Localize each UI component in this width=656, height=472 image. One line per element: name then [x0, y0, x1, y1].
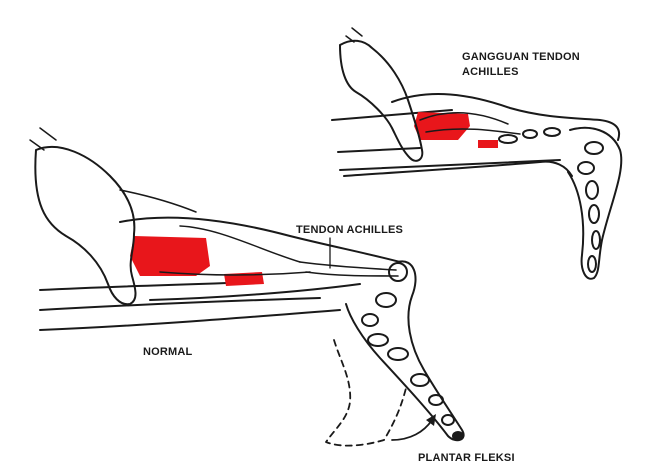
disorder-label: GANGGUAN TENDON ACHILLES: [462, 50, 580, 80]
normal-muscle-fiber: [159, 271, 311, 276]
disorder-muscle-highlight: [478, 140, 498, 148]
plantar-flexion-label: PLANTAR FLEKSI: [418, 452, 515, 464]
normal-examiner-hand: [34, 145, 137, 306]
normal-muscle-highlight: [130, 236, 210, 276]
normal-foot-outline: [345, 260, 465, 442]
achilles-tendon: [299, 261, 397, 271]
disorder-foot-bone: [584, 141, 604, 155]
tendon-label: TENDON ACHILLES: [296, 224, 404, 236]
normal-foot-bone: [367, 333, 389, 347]
disorder-label-line2: ACHILLES: [462, 66, 519, 78]
achilles-tendon: [305, 271, 399, 277]
disorder-muscle-highlight: [414, 112, 470, 140]
disorder-foot-bone: [587, 255, 597, 273]
plantar-flexion-arrow: [391, 419, 433, 441]
normal-leg-outline: [149, 283, 361, 301]
disorder-table-line: [331, 109, 453, 121]
normal-table-line: [39, 309, 341, 331]
disorder-table-line: [339, 159, 561, 171]
disorder-foot-bone: [585, 180, 599, 200]
normal-leg-outline: [119, 216, 401, 263]
disorder-muscle-fiber: [425, 128, 521, 135]
disorder-foot-bone: [577, 161, 595, 175]
disorder-tendon-fragment: [498, 134, 518, 144]
disorder-foot-bone: [588, 204, 600, 224]
normal-foot-toe: [452, 431, 464, 441]
normal-foot-bone: [410, 373, 430, 387]
disorder-foot-outline: [567, 126, 623, 280]
disorder-examiner-hand: [339, 39, 424, 162]
normal-examiner-hand: [119, 189, 197, 213]
normal-foot-bone: [388, 262, 408, 282]
normal-foot-bone: [361, 313, 379, 327]
disorder-leg-outline: [343, 160, 573, 177]
disorder-examiner-hand: [345, 27, 363, 43]
disorder-leg-outline: [391, 93, 620, 141]
original-foot-position-dashed: [325, 339, 407, 447]
disorder-figure: [331, 27, 623, 280]
normal-foot-bone: [375, 292, 397, 308]
disorder-table-line: [337, 147, 421, 153]
disorder-tendon-fragment: [522, 129, 538, 139]
normal-table-line: [39, 297, 321, 311]
disorder-muscle-fiber: [419, 112, 509, 125]
disorder-label-line1: GANGGUAN TENDON: [462, 51, 580, 63]
normal-foot-bone: [428, 394, 444, 406]
normal-label: NORMAL: [143, 346, 193, 358]
disorder-foot-bone: [591, 230, 601, 250]
normal-foot-bone: [441, 414, 455, 426]
normal-muscle-fiber: [179, 225, 301, 263]
normal-figure: [29, 127, 465, 447]
normal-examiner-hand: [29, 127, 57, 151]
normal-foot-bone: [387, 347, 409, 361]
plantar-flexion-arrowhead-icon: [426, 414, 436, 426]
disorder-tendon-fragment: [543, 127, 561, 137]
